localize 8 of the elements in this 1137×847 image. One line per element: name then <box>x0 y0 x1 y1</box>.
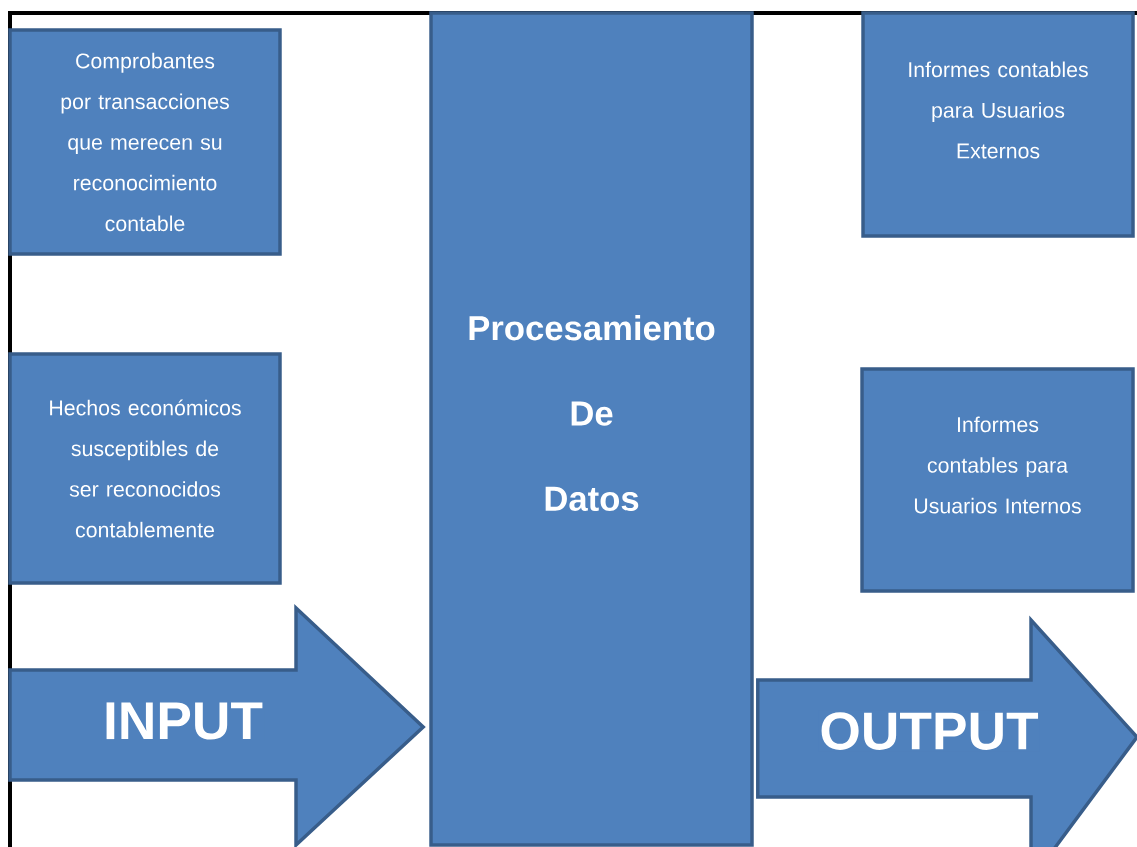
process-box: Procesamiento De Datos <box>429 11 754 847</box>
text-box: Comprobantes por transacciones que merecen su reconocimiento contable <box>8 28 282 256</box>
block-arrow <box>8 604 426 847</box>
arrow-label: OUTPUT <box>818 710 1040 752</box>
text-box: Hechos económicos susceptibles de ser reconocidos contablemente <box>8 352 282 585</box>
text-box: Informes contables para Usuarios Externos <box>861 11 1135 238</box>
arrow-label: INPUT <box>101 701 265 741</box>
text-box: Informes contables para Usuarios Internos <box>860 367 1135 593</box>
